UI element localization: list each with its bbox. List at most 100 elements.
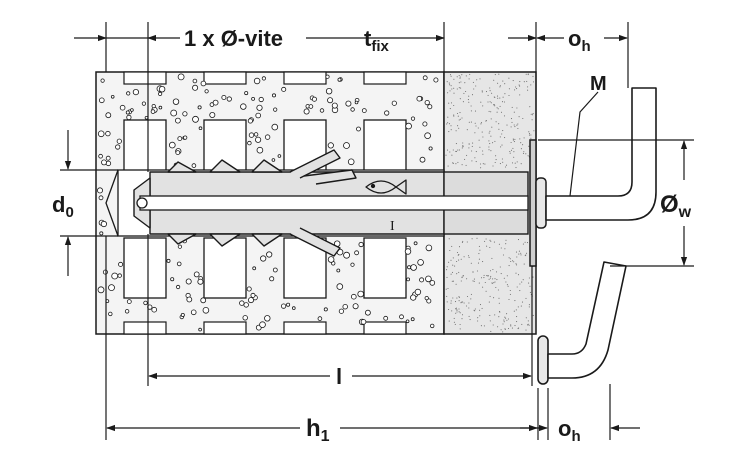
fixture-stipple-dot [505, 281, 507, 283]
fixture-stipple-dot [462, 101, 464, 103]
fixture-stipple-dot [460, 81, 462, 83]
fixture-stipple-dot [453, 78, 455, 80]
fixture-stipple-dot [479, 249, 481, 251]
brick-speckle [291, 306, 296, 310]
fixture-stipple-dot [476, 237, 478, 239]
fixture-stipple-dot [480, 325, 482, 327]
fixture-stipple-dot [478, 253, 480, 255]
fixture-stipple-dot [485, 238, 487, 240]
brick-speckle [143, 300, 148, 306]
brick-speckle [361, 108, 367, 113]
fixture-stipple-dot [493, 297, 495, 299]
brick-speckle [280, 303, 287, 309]
brick-speckle [183, 135, 188, 140]
fixture-stipple-dot [461, 117, 463, 119]
fixture-stipple-dot [520, 305, 522, 307]
brick-speckle [327, 97, 334, 104]
fixture-stipple-dot [481, 131, 483, 133]
fixture-stipple-dot [519, 81, 521, 83]
fixture-stipple-dot [529, 291, 531, 293]
fixture-stipple-dot [482, 261, 484, 263]
fixture-stipple-dot [473, 280, 475, 282]
fixture-stipple-dot [528, 132, 531, 134]
fixture-stipple-dot [460, 280, 462, 282]
fixture-stipple-dot [462, 142, 464, 144]
fixture-stipple-dot [492, 324, 494, 326]
fixture-stipple-dot [519, 283, 521, 285]
fixture-stipple-dot [523, 137, 525, 139]
fixture-stipple-dot [455, 150, 458, 152]
fixture-stipple-dot [453, 114, 455, 116]
brick-speckle [193, 271, 200, 278]
fixture-stipple-dot [504, 137, 506, 139]
fixture-stipple-dot [506, 313, 508, 315]
fixture-stipple-dot [533, 130, 535, 132]
fixture-stipple-dot [466, 278, 468, 280]
fixture-stipple-dot [446, 269, 448, 271]
brick-speckle [399, 314, 404, 320]
o-h-top-label: oh [568, 26, 591, 55]
brick-speckle [126, 114, 132, 121]
fixture-stipple-dot [490, 150, 492, 152]
fixture-stipple-dot [473, 278, 475, 280]
fixture-stipple-dot [451, 310, 453, 312]
fixture-stipple-dot [504, 83, 506, 85]
fixture-stipple-dot [493, 241, 495, 243]
fixture-stipple-dot [461, 164, 463, 166]
brick-speckle [247, 297, 254, 304]
t-fix-label: tfix [364, 26, 389, 55]
fixture-stipple-dot [455, 308, 457, 310]
fixture-stipple-dot [488, 146, 490, 148]
fixture-stipple-dot [458, 300, 460, 302]
brick-speckle [327, 142, 334, 149]
fixture-stipple-dot [448, 261, 450, 263]
fixture-stipple-dot [446, 301, 448, 303]
fixture-stipple-dot [500, 273, 502, 275]
brick-speckle [252, 266, 257, 271]
brick-speckle [317, 316, 323, 321]
fixture-stipple-dot [490, 135, 492, 137]
fixture-stipple-dot [454, 301, 457, 303]
fixture-stipple-dot [480, 123, 482, 125]
fixture-stipple-dot [510, 260, 512, 263]
fixture-stipple-dot [532, 276, 534, 278]
fixture-stipple-dot [507, 318, 510, 320]
brick-speckle [430, 323, 435, 329]
fixture-stipple-dot [506, 319, 508, 321]
fixture-stipple-dot [526, 80, 528, 82]
brick-speckle [407, 265, 412, 270]
fixture-stipple-dot [500, 247, 502, 249]
fixture-stipple-dot [490, 240, 492, 242]
fixture-stipple-dot [466, 295, 469, 298]
brick-speckle [243, 302, 249, 308]
brick-speckle [271, 123, 279, 131]
fixture-stipple-dot [479, 304, 482, 306]
fixture-stipple-dot [512, 80, 514, 82]
brick-speckle [100, 220, 108, 228]
fixture-stipple-dot [475, 85, 477, 87]
fixture-stipple-dot [453, 87, 455, 89]
fixture-stipple-dot [505, 317, 507, 319]
fixture-stipple-dot [459, 76, 461, 78]
fixture-stipple-dot [489, 239, 491, 241]
brick-speckle [192, 115, 199, 123]
fixture-stipple-dot [513, 124, 515, 126]
phi-w-label: Øw [660, 191, 692, 221]
brick-speckle [277, 154, 282, 158]
fixture-stipple-dot [502, 161, 504, 163]
fixture-stipple-dot [528, 277, 530, 279]
fixture-stipple-dot [459, 77, 461, 79]
brick-speckle [426, 298, 432, 304]
brick-speckle [239, 300, 245, 306]
brick-speckle [416, 95, 423, 102]
brick-speckle [170, 109, 178, 117]
fixture-stipple-dot [518, 327, 520, 329]
fixture-stipple-dot [509, 289, 511, 292]
brick-speckle [246, 286, 252, 292]
fixture-stipple-dot [450, 125, 452, 127]
fixture-stipple-dot [451, 280, 453, 282]
fixture-stipple-dot [504, 166, 507, 168]
fixture-texture [445, 73, 535, 333]
fixture-stipple-dot [498, 302, 500, 304]
fixture-stipple-dot [495, 155, 497, 157]
